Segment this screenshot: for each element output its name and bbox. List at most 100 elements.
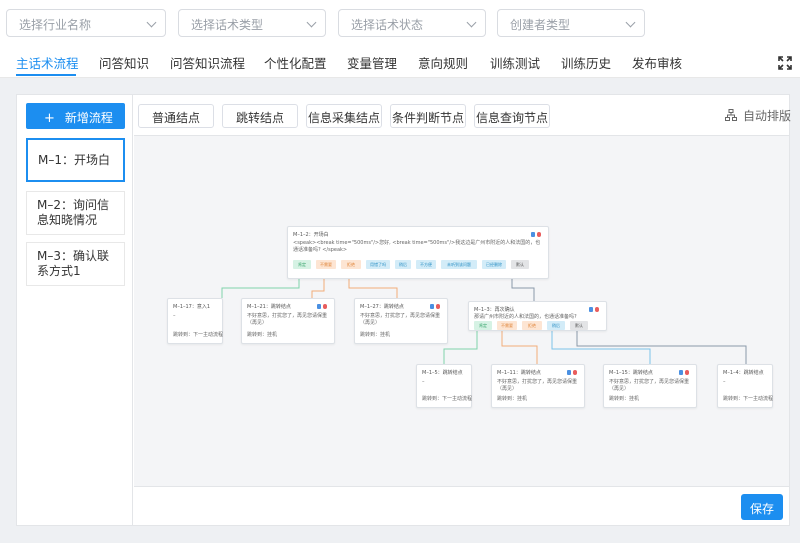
flow-node[interactable]: M–1–4：跳转结点 – 跳转到：下一主动流程 (717, 364, 773, 408)
edit-icon[interactable] (430, 304, 434, 309)
node-jump-target: 跳转到：下一主动流程 (173, 332, 224, 338)
industry-select-placeholder: 选择行业名称 (19, 18, 92, 32)
branch-tag[interactable]: 肯定 (293, 260, 311, 269)
node-jump-target: 跳转到：下一主动流程 (422, 396, 473, 402)
node-content: 不好意思，打扰您了，再见您请保重（再见） (247, 313, 328, 326)
branch-tag[interactable]: 默认 (511, 260, 529, 269)
tab-personalization[interactable]: 个性化配置 (264, 56, 327, 71)
add-info-collect-node-button[interactable]: 信息采集结点 (306, 104, 382, 128)
edit-icon[interactable] (567, 370, 571, 375)
industry-select[interactable]: 选择行业名称 (6, 9, 166, 37)
node-title: M–1–3：再次确认 (474, 307, 515, 313)
branch-tag[interactable]: 稍后 (547, 321, 565, 330)
node-title: M–1–2：开场白 (293, 232, 329, 238)
tab-main-flow[interactable]: 主话术流程 (16, 56, 79, 71)
chevron-down-icon (625, 17, 636, 28)
tab-bar: 主话术流程 问答知识 问答知识流程 个性化配置 变量管理 意向规则 训练测试 训… (0, 46, 800, 78)
node-actions[interactable] (589, 307, 601, 313)
tab-training-history[interactable]: 训练历史 (561, 56, 612, 71)
tab-qa-knowledge[interactable]: 问答知识 (99, 56, 150, 71)
branch-tag[interactable]: 肯定 (474, 321, 492, 330)
node-content: – (723, 379, 726, 385)
flow-node[interactable]: M–1–11：跳转结点 不好意思，打扰您了，再见您请保重（再见） 跳转到：挂机 (491, 364, 585, 408)
branch-tag[interactable]: 不需要 (316, 260, 336, 269)
branch-tag[interactable]: 已经删除 (482, 260, 506, 269)
node-title: M–1–21：跳转结点 (247, 304, 291, 310)
tab-publish-review[interactable]: 发布审核 (632, 56, 683, 71)
flow-canvas[interactable]: M–1–2：开场白 <speak><break time="500ms"/>您好… (134, 135, 789, 487)
branch-tag[interactable]: 拒绝 (341, 260, 361, 269)
node-jump-target: 跳转到：下一主动流程 (723, 396, 774, 402)
save-button[interactable]: 保存 (741, 494, 783, 520)
flow-item[interactable]: M–2：询问信息知晓情况 (26, 191, 125, 235)
node-actions[interactable] (430, 304, 442, 310)
flow-sidebar: + 新增流程 M–1：开场白 M–2：询问信息知晓情况 M–3：确认联系方式1 (17, 95, 133, 525)
flow-node[interactable]: M–1–17：意入1 – 跳转到：下一主动流程 (167, 298, 223, 344)
node-jump-target: 跳转到：挂机 (360, 332, 391, 338)
branch-tag[interactable]: 用错了吗 (366, 260, 390, 269)
tab-intent-rules[interactable]: 意向规则 (418, 56, 469, 71)
flow-connections (221, 278, 747, 364)
flow-node[interactable]: M–1–21：跳转结点 不好意思，打扰您了，再见您请保重（再见） 跳转到：挂机 (241, 298, 335, 344)
tab-variables[interactable]: 变量管理 (347, 56, 398, 71)
add-flow-label: 新增流程 (64, 111, 113, 125)
node-content: – (173, 313, 176, 319)
flow-node[interactable]: M–1–27：跳转结点 不好意思，打扰您了，再见您请保重（再见） 跳转到：挂机 (354, 298, 448, 344)
connection-line (501, 331, 538, 364)
edit-icon[interactable] (317, 304, 321, 309)
node-title: M–1–27：跳转结点 (360, 304, 404, 310)
node-actions[interactable] (679, 370, 691, 376)
location-pin-icon[interactable] (573, 370, 577, 375)
tab-qa-flow[interactable]: 问答知识流程 (170, 56, 246, 71)
branch-tag[interactable]: 不需要 (497, 321, 517, 330)
chevron-down-icon (306, 17, 317, 28)
flow-node[interactable]: M–1–5：跳转结点 – 跳转到：下一主动流程 (416, 364, 472, 408)
connection-line (511, 278, 535, 301)
location-pin-icon[interactable] (537, 232, 541, 237)
location-pin-icon[interactable] (595, 307, 599, 312)
fullscreen-icon[interactable] (778, 56, 792, 70)
script-type-select[interactable]: 选择话术类型 (178, 9, 326, 37)
creator-type-select[interactable]: 创建者类型 (497, 9, 645, 37)
tab-training-test[interactable]: 训练测试 (490, 56, 541, 71)
flow-node[interactable]: M–1–3：再次确认 那请广州市附近的人和法国的，也通话准备吗? 肯定 不需要 … (468, 301, 607, 331)
edit-icon[interactable] (531, 232, 535, 237)
script-status-select[interactable]: 选择话术状态 (338, 9, 486, 37)
branch-tag[interactable]: 未听到该问题 (441, 260, 477, 269)
node-jump-target: 跳转到：挂机 (247, 332, 278, 338)
branch-tag[interactable]: 默认 (570, 321, 588, 330)
connection-line (311, 278, 325, 298)
branch-tag[interactable]: 拒绝 (522, 321, 542, 330)
plus-icon: + (44, 111, 55, 126)
add-condition-node-button[interactable]: 条件判断节点 (390, 104, 466, 128)
connection-line (576, 331, 747, 364)
node-jump-target: 跳转到：挂机 (497, 396, 528, 402)
node-content: 那请广州市附近的人和法国的，也通话准备吗? (474, 314, 577, 320)
location-pin-icon[interactable] (436, 304, 440, 309)
edit-icon[interactable] (589, 307, 593, 312)
edit-icon[interactable] (679, 370, 683, 375)
sitemap-icon (725, 109, 737, 121)
auto-layout-button[interactable]: 自动排版 (725, 107, 791, 124)
flow-node[interactable]: M–1–15：跳转结点 不好意思，打扰您了，再见您请保重（再见） 跳转到：挂机 (603, 364, 697, 408)
location-pin-icon[interactable] (685, 370, 689, 375)
active-tab-indicator (16, 74, 76, 76)
branch-tag[interactable]: 不方便 (416, 260, 436, 269)
add-info-query-node-button[interactable]: 信息查询节点 (474, 104, 550, 128)
node-content: <speak><break time="500ms"/>您好, <break t… (293, 240, 541, 253)
branch-tag[interactable]: 稍后 (395, 260, 411, 269)
flow-item[interactable]: M–1：开场白 (26, 138, 125, 182)
script-type-select-placeholder: 选择话术类型 (191, 18, 264, 32)
add-flow-button[interactable]: + 新增流程 (26, 103, 125, 129)
flow-item[interactable]: M–3：确认联系方式1 (26, 242, 125, 286)
node-actions[interactable] (317, 304, 329, 310)
add-jump-node-button[interactable]: 跳转结点 (222, 104, 298, 128)
flow-node-root[interactable]: M–1–2：开场白 <speak><break time="500ms"/>您好… (287, 226, 549, 279)
node-actions[interactable] (531, 232, 543, 238)
node-content: 不好意思，打扰您了，再见您请保重（再见） (497, 379, 578, 392)
location-pin-icon[interactable] (323, 304, 327, 309)
connection-line (551, 331, 651, 364)
add-normal-node-button[interactable]: 普通结点 (138, 104, 214, 128)
node-content: 不好意思，打扰您了，再见您请保重（再见） (609, 379, 690, 392)
node-actions[interactable] (567, 370, 579, 376)
